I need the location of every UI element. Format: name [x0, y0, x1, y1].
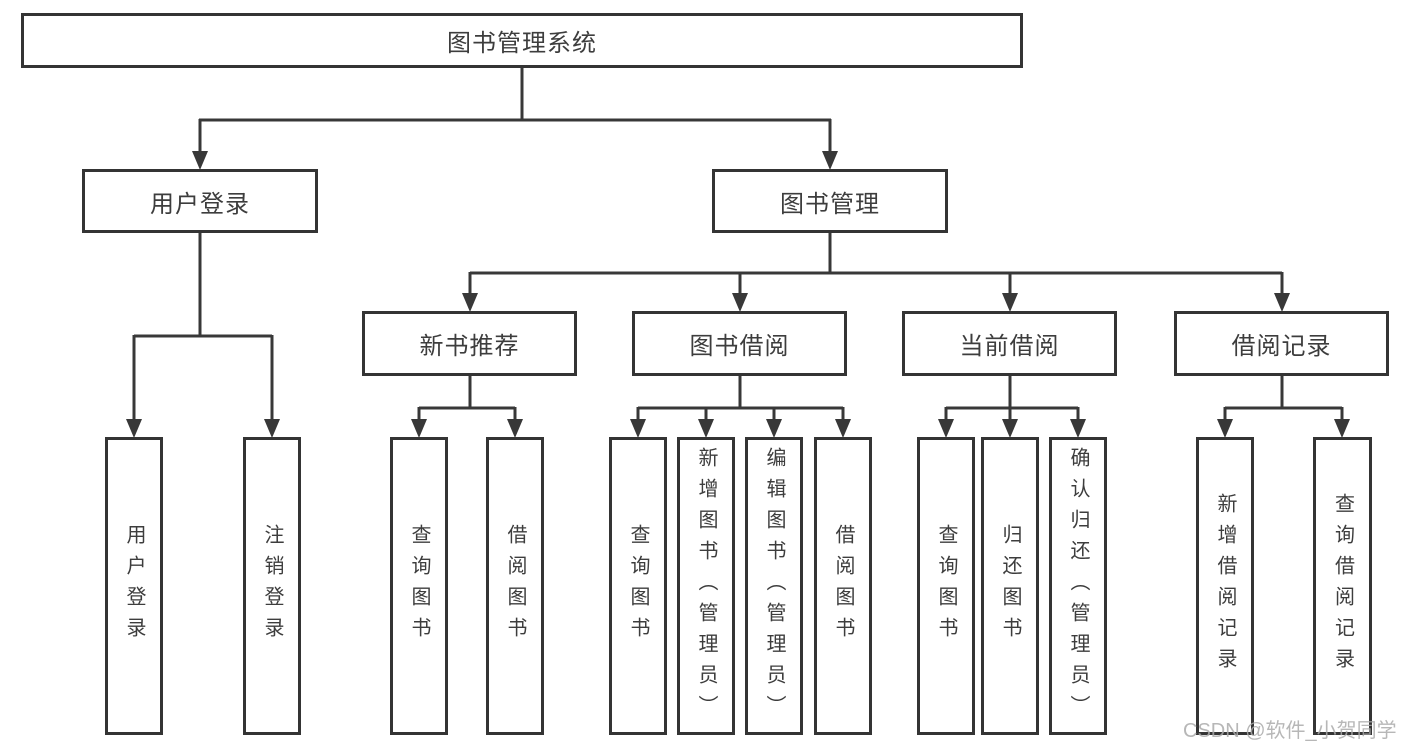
node-current-borrow: 当前借阅 — [902, 311, 1117, 376]
node-book-management-branch: 图书管理 — [712, 169, 948, 233]
leaf-logout: 注销登录 — [243, 437, 301, 735]
node-label: 新书推荐 — [419, 333, 520, 360]
leaf-label: 查询借阅记录 — [1331, 493, 1354, 679]
leaf-current-query-books: 查询图书 — [917, 437, 975, 735]
node-label: 用户登录 — [150, 190, 250, 218]
node-borrow-records: 借阅记录 — [1174, 311, 1389, 376]
leaf-label: 用户登录 — [123, 524, 145, 648]
leaf-label: 确认归还（管理员） — [1067, 446, 1089, 726]
leaf-label: 查询图书 — [627, 524, 649, 648]
leaf-label: 新增图书（管理员） — [695, 446, 717, 726]
leaf-return-books: 归还图书 — [981, 437, 1039, 735]
node-book-management-system: 图书管理系统 — [21, 13, 1023, 68]
node-label: 图书管理 — [780, 190, 880, 218]
leaf-user-login: 用户登录 — [105, 437, 163, 735]
node-label: 当前借阅 — [959, 333, 1060, 360]
arrowheads — [126, 151, 1350, 438]
leaf-label: 编辑图书（管理员） — [763, 446, 785, 726]
leaf-edit-books-admin: 编辑图书（管理员） — [745, 437, 803, 735]
leaf-label: 查询图书 — [408, 524, 430, 648]
leaf-recommend-query-books: 查询图书 — [390, 437, 448, 735]
leaf-borrow-query-books: 查询图书 — [609, 437, 667, 735]
leaf-label: 归还图书 — [999, 524, 1021, 648]
node-label: 借阅记录 — [1231, 333, 1332, 360]
node-user-login-branch: 用户登录 — [82, 169, 318, 233]
leaf-borrow-books: 借阅图书 — [814, 437, 872, 735]
node-book-borrow: 图书借阅 — [632, 311, 847, 376]
node-label: 图书借阅 — [689, 333, 790, 360]
leaf-label: 新增借阅记录 — [1214, 493, 1236, 679]
leaf-label: 注销登录 — [261, 524, 283, 648]
leaf-label: 借阅图书 — [504, 524, 526, 648]
leaf-add-books-admin: 新增图书（管理员） — [677, 437, 735, 735]
leaf-recommend-borrow-books: 借阅图书 — [486, 437, 544, 735]
leaf-label: 查询图书 — [935, 524, 957, 648]
node-new-book-recommend: 新书推荐 — [362, 311, 577, 376]
csdn-watermark: CSDN @软件_小贺同学 — [1183, 720, 1397, 742]
leaf-query-borrow-record: 查询借阅记录 — [1313, 437, 1372, 735]
node-label: 图书管理系统 — [447, 30, 597, 57]
leaf-label: 借阅图书 — [832, 524, 854, 648]
leaf-confirm-return-admin: 确认归还（管理员） — [1049, 437, 1107, 735]
leaf-add-borrow-record: 新增借阅记录 — [1196, 437, 1254, 735]
